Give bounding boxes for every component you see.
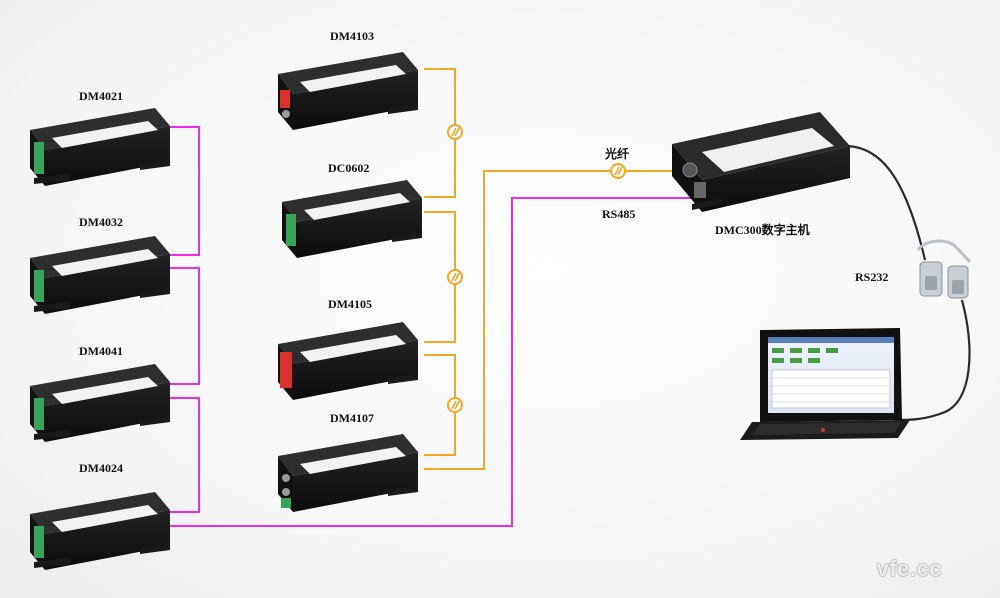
rs485-wiring — [168, 126, 700, 527]
watermark: vfe.cc — [876, 556, 942, 581]
device-dm4024 — [30, 492, 170, 570]
rs232-cable — [847, 144, 971, 422]
device-dmc300-host — [672, 112, 850, 212]
label-fiber: 光纤 — [605, 147, 630, 161]
label-dm4103: DM4103 — [330, 29, 374, 43]
label-host: DMC300数字主机 — [715, 223, 810, 237]
device-dm4021 — [30, 108, 170, 186]
label-dm4032: DM4032 — [79, 215, 123, 229]
label-dm4024: DM4024 — [79, 461, 123, 475]
label-rs485: RS485 — [602, 207, 636, 221]
label-dm4021: DM4021 — [79, 89, 123, 103]
device-dm4103 — [278, 52, 418, 130]
laptop-icon — [740, 328, 910, 440]
fiber-wiring — [424, 68, 690, 470]
device-dm4041 — [30, 364, 170, 442]
device-dc0602 — [282, 180, 422, 258]
fiber-coupler-icon — [447, 124, 463, 140]
label-dm4105: DM4105 — [328, 297, 372, 311]
label-rs232: RS232 — [855, 270, 889, 284]
fiber-coupler-icon — [447, 397, 463, 413]
db9-connector-icon — [916, 239, 972, 299]
fiber-coupler-icons — [447, 124, 626, 413]
fiber-coupler-icon — [447, 269, 463, 285]
device-dm4105 — [278, 322, 418, 400]
label-dm4107: DM4107 — [330, 411, 374, 425]
label-dm4041: DM4041 — [79, 344, 123, 358]
device-dm4107 — [278, 434, 418, 512]
label-dc0602: DC0602 — [328, 161, 370, 175]
fiber-coupler-icon — [610, 163, 626, 179]
device-dm4032 — [30, 236, 170, 314]
